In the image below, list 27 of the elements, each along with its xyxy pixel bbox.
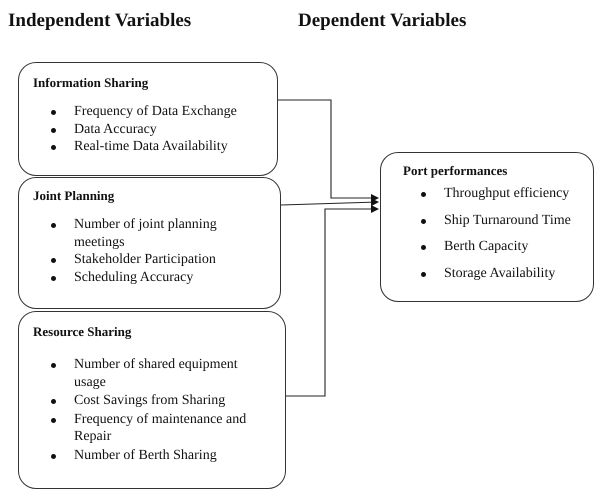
column-heading: Independent Variables: [8, 10, 192, 32]
arrow: [278, 99, 379, 202]
bullet-item: Ship Turnaround Time: [444, 212, 571, 229]
bullet-item: Frequency of Data Exchange: [74, 103, 237, 120]
bullet-item: Frequency of maintenance and Repair: [74, 410, 248, 446]
bullet-item: Stakeholder Participation: [74, 251, 216, 268]
variable-box: [18, 177, 281, 309]
bullet-item: Number of joint planning meetings: [74, 216, 218, 251]
bullet-item: Cost Savings from Sharing: [74, 392, 226, 410]
arrow: [286, 205, 379, 397]
bullet-item: Scheduling Accuracy: [74, 268, 194, 286]
box-heading: Information Sharing: [33, 75, 150, 91]
arrow: [280, 198, 379, 206]
box-heading: Port performances: [403, 163, 508, 179]
box-heading: Joint Planning: [33, 188, 116, 204]
bullet-item: Throughput efficiency: [444, 185, 570, 202]
bullet-item: Number of Berth Sharing: [74, 446, 217, 464]
bullet-item: Berth Capacity: [444, 238, 528, 256]
bullet-item: Number of shared equipment usage: [74, 356, 239, 391]
variable-box: [18, 311, 286, 489]
variable-box: [18, 62, 278, 176]
bullet-item: Real-time Data Availability: [74, 138, 228, 156]
column-heading: Dependent Variables: [298, 10, 466, 32]
box-heading: Resource Sharing: [33, 324, 132, 340]
bullet-item: Storage Availability: [444, 264, 556, 282]
bullet-item: Data Accuracy: [74, 120, 157, 138]
variable-box: [380, 152, 594, 302]
